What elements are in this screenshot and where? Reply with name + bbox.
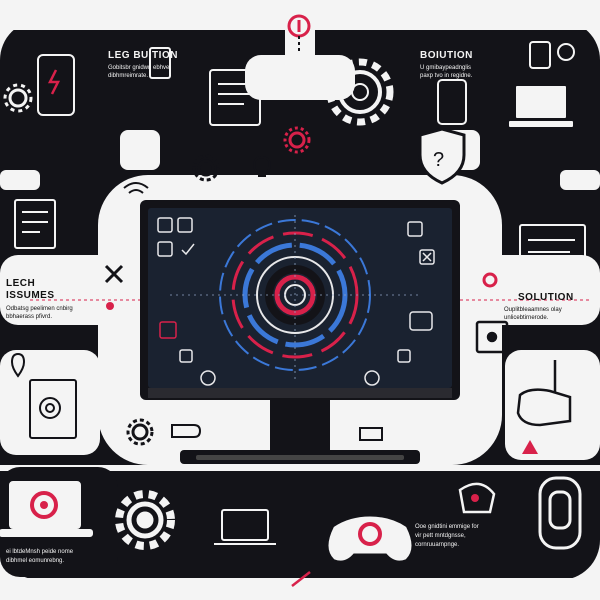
screen-widget-icons xyxy=(157,217,435,386)
bottom-laptop-icon xyxy=(0,481,93,537)
bottom-right-caption-line1: Ooe gnidtini emmige for xyxy=(415,524,479,530)
small-gear-icon xyxy=(126,154,220,446)
tools-icon xyxy=(104,264,124,284)
mid-left-heading-line1: LECH xyxy=(6,278,36,289)
location-marker-icon xyxy=(10,352,26,378)
top-left-heading: LEG BUITION xyxy=(108,50,178,61)
top-right-heading: BOIUTION xyxy=(420,50,473,61)
bottom-left-caption-line1: ei lbtdeMnsh peide nome xyxy=(6,549,74,555)
mid-right-caption-line1: Ouplitbleaamnes olay xyxy=(504,307,562,313)
server-panel-icon xyxy=(14,199,586,274)
bottom-right-caption-line3: cornruuarnpnge. xyxy=(415,542,460,548)
bottom-pin-icon xyxy=(288,556,312,587)
lightbulb-icon xyxy=(253,156,271,177)
mid-right-caption-line2: unlicebtirnerode. xyxy=(504,315,549,321)
document-left-icon xyxy=(29,379,77,439)
bottom-left-caption-line2: dibhmel eomunrebng. xyxy=(6,558,65,564)
laptop-icon xyxy=(507,84,575,129)
shield-icon: ? xyxy=(418,127,466,185)
large-gear-icon xyxy=(326,58,394,126)
game-controller-icon xyxy=(328,516,412,561)
tablet-icon xyxy=(437,79,467,125)
chip-icon xyxy=(475,320,509,354)
mid-left-caption-line2: bbhaerass pfivrd. xyxy=(6,314,53,320)
top-left-caption-line2: dibhmreimrate. xyxy=(108,73,149,79)
red-pin-icon xyxy=(106,272,498,310)
hand-holding-icon xyxy=(516,360,572,427)
bottom-laptop-small-icon xyxy=(214,509,276,545)
plug-icon xyxy=(529,41,575,69)
bottom-right-caption-line2: vir pett mntdgnsse, xyxy=(415,533,466,539)
wifi-icon xyxy=(123,182,149,194)
top-right-caption-line1: U gmibaypeadnglis xyxy=(420,65,472,71)
warning-icon xyxy=(522,440,538,454)
alert-gear-icon xyxy=(283,126,311,154)
helmet-icon xyxy=(458,482,496,514)
location-pin-icon xyxy=(287,14,311,52)
gear-icon xyxy=(3,83,33,113)
phone-icon xyxy=(37,54,75,116)
target-rings-icon xyxy=(170,215,420,380)
mid-left-heading-line2: ISSUMES xyxy=(6,290,55,301)
hand-pointer-icon xyxy=(171,424,383,441)
top-right-caption-line2: paxp tvo in regidne. xyxy=(420,73,473,79)
document-icon xyxy=(149,47,261,126)
vr-device-icon xyxy=(538,476,582,550)
bottom-gear-icon xyxy=(115,490,175,550)
mid-left-caption-line1: Odbatsg peelimen cnbirg xyxy=(6,306,73,312)
monitor-icon xyxy=(140,200,460,464)
svg-text:?: ? xyxy=(433,149,444,171)
mid-right-heading: SOLUTION xyxy=(518,292,574,303)
top-left-caption-line1: Gobitsbr gnidwn ebhve xyxy=(108,65,170,71)
